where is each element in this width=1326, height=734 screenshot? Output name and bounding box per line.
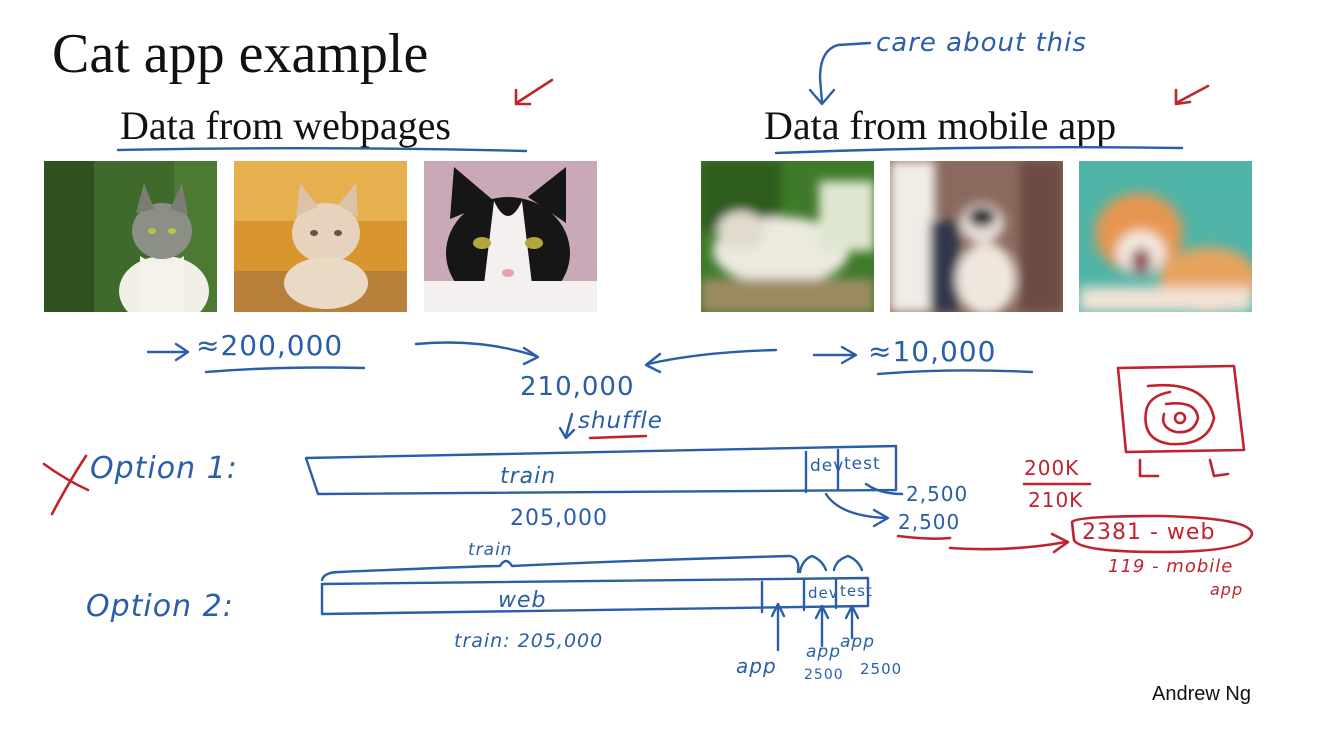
combine-arrow-right [414, 341, 538, 358]
mobile-cat-image-3 [1079, 161, 1252, 312]
option2-dev-size: 2500 [804, 667, 844, 683]
device-leg-left [1138, 458, 1160, 478]
option2-bar [320, 576, 870, 616]
option2-test-app-label: app [840, 632, 875, 652]
mobile-cat-image-2 [890, 161, 1063, 312]
option2-train-brace [320, 554, 800, 582]
shuffle-arrow [564, 412, 574, 438]
option2-dev-label: dev [808, 584, 839, 602]
mobile-in-dev-label: 119 - mobile [1108, 556, 1234, 577]
target-ring-outer [1144, 383, 1216, 446]
dev-to-web-arrow [948, 540, 1068, 551]
option1-train-label: train [500, 464, 557, 489]
option1-dev-label: dev [810, 456, 845, 476]
red-arrow-web [516, 78, 554, 104]
option1-test-arrow [864, 482, 904, 496]
option1-label: Option 1: [90, 451, 238, 486]
section-title-mobile: Data from mobile app [764, 103, 1117, 148]
mobile-count-underline [876, 369, 1034, 376]
option2-app-label: app [736, 654, 777, 678]
combined-total: 210,000 [520, 372, 635, 402]
web-cat-image-3 [424, 161, 597, 312]
x-mark-stroke-2 [50, 454, 88, 516]
option1-bar [304, 444, 898, 496]
option1-test-label: test [844, 454, 881, 474]
option2-test-label: test [840, 582, 873, 600]
combine-arrow-left [646, 348, 778, 366]
option2-dev-brace [798, 554, 828, 574]
option2-dev-app-label: app [806, 642, 841, 662]
section-title-web: Data from webpages [120, 103, 451, 148]
web-cat-image-2 [234, 161, 407, 312]
option1-test-size: 2,500 [906, 482, 969, 506]
x-mark-stroke-1 [42, 462, 90, 492]
care-note: care about this [876, 28, 1087, 58]
target-ring-inner [1173, 411, 1187, 425]
mobile-cat-image-1 [701, 161, 874, 312]
care-arrow [818, 41, 872, 104]
shuffle-label: shuffle [578, 408, 663, 434]
web-title-underline [116, 147, 528, 153]
dev-size-underline [896, 534, 952, 540]
device-leg-right [1208, 458, 1230, 478]
mobile-in-dev-label-2: app [1210, 580, 1244, 599]
care-arrow-head [808, 88, 836, 106]
target-ring-middle [1161, 402, 1200, 434]
web-count-underline [204, 366, 366, 374]
red-arrow-mobile [1176, 84, 1210, 104]
web-in-dev-label: 2381 - web [1082, 520, 1216, 545]
option2-test-brace [832, 554, 864, 572]
ratio-denominator: 210K [1028, 488, 1084, 512]
option1-dev-arrow [824, 492, 888, 520]
web-cat-image-1 [44, 161, 217, 312]
option1-dev-size: 2,500 [898, 510, 961, 534]
shuffle-underline [588, 434, 648, 440]
option2-train-label: train [468, 540, 513, 560]
mobile-title-underline [774, 145, 1184, 155]
ratio-numerator: 200K [1024, 456, 1080, 480]
option1-train-size: 205,000 [510, 506, 608, 531]
option2-label: Option 2: [86, 589, 234, 624]
option2-web-label: web [498, 588, 547, 613]
author-name: Andrew Ng [1152, 683, 1251, 705]
mobile-count: ≈10,000 [868, 335, 997, 368]
slide-title: Cat app example [52, 23, 429, 85]
web-count: ≈200,000 [196, 329, 344, 362]
option2-test-size: 2500 [860, 660, 903, 678]
option2-train-size: train: 205,000 [454, 630, 604, 652]
target-device-frame [1116, 364, 1246, 454]
